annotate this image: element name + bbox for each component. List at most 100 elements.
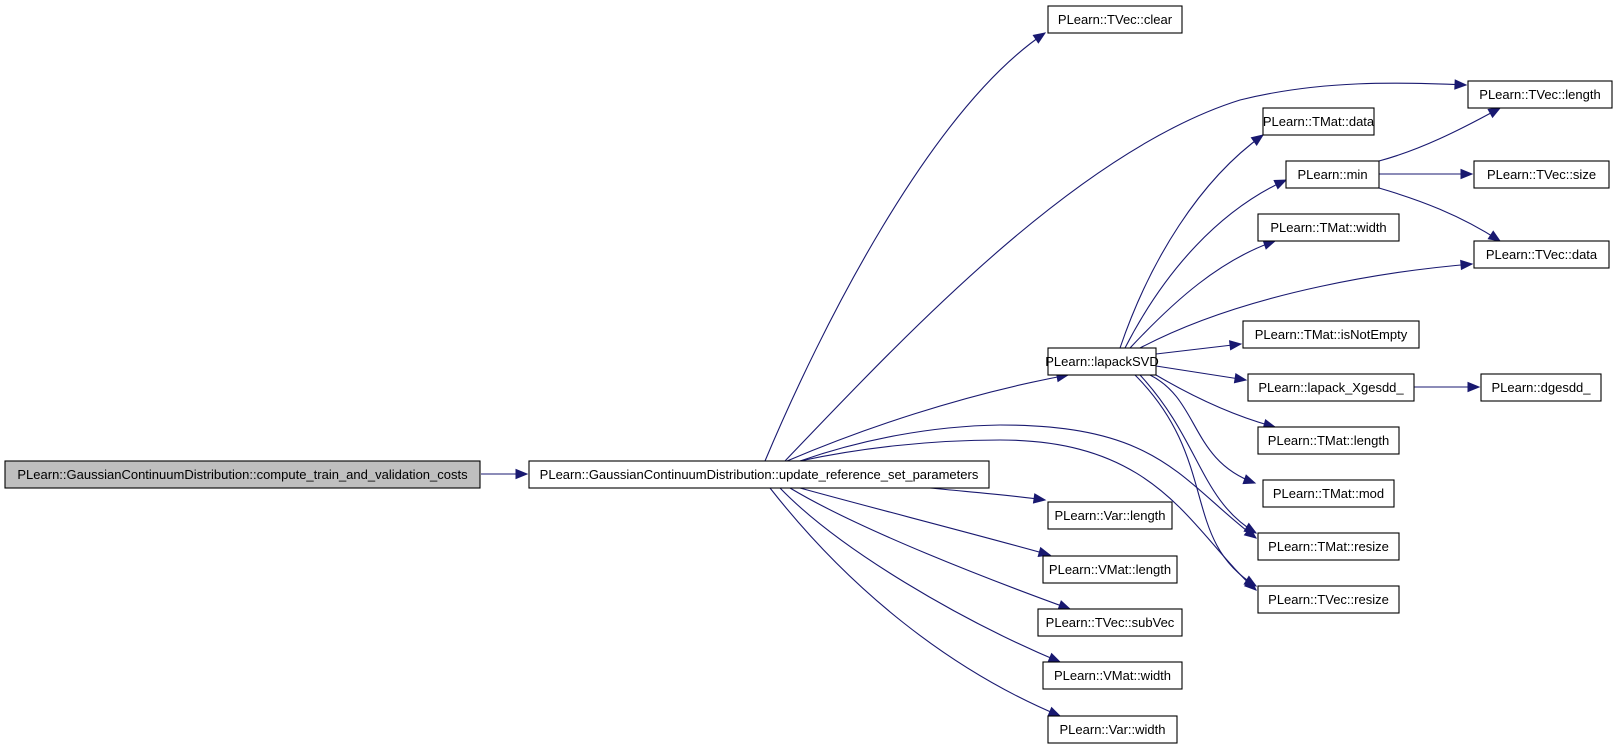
node-box [1480,373,1602,402]
arrowhead [1057,600,1072,611]
arrowhead [1047,652,1062,663]
arrowhead [1243,575,1258,587]
node-label: PLearn::TVec::length [1479,87,1600,102]
node-label: PLearn::TVec::clear [1058,12,1173,27]
node-compute[interactable]: PLearn::GaussianContinuumDistribution::c… [4,460,481,489]
edge-lapacksvd-tmat-resize [1139,374,1258,534]
arrowhead [1454,79,1468,90]
edge-line [1155,343,1242,355]
edge-lapacksvd-tmat-mod [1149,374,1257,485]
node-box [1473,240,1610,269]
node-tmat-mod[interactable]: PLearn::TMat::mod [1262,479,1395,508]
node-label: PLearn::TMat::isNotEmpty [1255,327,1408,342]
node-label: PLearn::dgesdd_ [1491,380,1591,395]
node-tmat-width[interactable]: PLearn::TMat::width [1257,213,1400,242]
node-box [1473,160,1610,189]
node-vmat-length[interactable]: PLearn::VMat::length [1042,555,1178,584]
edge-compute-update [481,468,529,480]
arrowhead [1250,134,1265,146]
node-box [1257,213,1400,242]
edge-line [786,374,1069,462]
node-box [1047,347,1157,376]
arrowhead [1032,493,1047,504]
node-label: PLearn::TVec::subVec [1046,615,1175,630]
node-vmat-width[interactable]: PLearn::VMat::width [1042,661,1183,690]
edge-lapacksvd-tmat-width [1129,239,1277,349]
node-box [1257,532,1400,561]
edge-min-tvec-data [1378,187,1502,242]
node-box [1257,585,1400,614]
node-label: PLearn::lapack_Xgesdd_ [1258,380,1404,395]
node-min[interactable]: PLearn::min [1285,160,1380,189]
node-tmat-data[interactable]: PLearn::TMat::data [1262,107,1375,136]
edge-line [929,487,1046,501]
node-dgesdd[interactable]: PLearn::dgesdd_ [1480,373,1602,402]
node-box [1042,661,1183,690]
node-tmat-resize[interactable]: PLearn::TMat::resize [1257,532,1400,561]
nodes-layer: PLearn::GaussianContinuumDistribution::c… [4,5,1613,744]
edges-layer [481,32,1502,717]
edge-line [1155,365,1247,381]
node-tvec-size[interactable]: PLearn::TVec::size [1473,160,1610,189]
edge-min-tvec-size [1379,168,1474,180]
edge-line [799,439,1257,591]
edge-line [764,32,1046,462]
node-label: PLearn::Var::width [1060,722,1166,737]
node-tvec-subvec[interactable]: PLearn::TVec::subVec [1037,608,1183,637]
edge-update-var-length [929,487,1047,504]
edge-lapacksvd-min [1124,179,1288,349]
node-box [1042,555,1178,584]
arrowhead [1467,381,1481,393]
edge-update-tvec-clear [764,32,1047,462]
edge-line [1129,240,1276,349]
node-update[interactable]: PLearn::GaussianContinuumDistribution::u… [528,460,990,489]
edge-line [1149,374,1256,484]
edge-line [1155,374,1276,428]
edge-update-lapacksvd [786,371,1070,462]
node-box [1467,80,1613,109]
arrowhead [1037,546,1052,557]
edge-line [1124,179,1287,349]
node-tmat-isnotempty[interactable]: PLearn::TMat::isNotEmpty [1242,320,1420,349]
arrowhead [1460,259,1474,271]
node-label: PLearn::VMat::width [1054,668,1171,683]
node-label: PLearn::VMat::length [1049,562,1171,577]
node-lapack-xgesdd[interactable]: PLearn::lapack_Xgesdd_ [1247,373,1415,402]
arrowhead [515,468,529,480]
arrowhead [1032,32,1047,44]
node-var-length[interactable]: PLearn::Var::length [1047,501,1173,530]
node-label: PLearn::TMat::data [1263,114,1375,129]
edge-lapacksvd-tmat-data [1119,134,1265,349]
edge-update-var-width [769,487,1062,717]
node-label: PLearn::TMat::width [1270,220,1386,235]
node-tvec-clear[interactable]: PLearn::TVec::clear [1047,5,1183,34]
node-label: PLearn::TMat::length [1268,433,1389,448]
arrowhead [1233,373,1248,384]
edge-line [779,487,1061,663]
node-box [4,460,481,489]
node-box [1262,479,1395,508]
arrowhead [1273,179,1288,190]
edge-min-tvec-length [1378,107,1502,162]
node-label: PLearn::TVec::size [1487,167,1596,182]
node-box [1047,715,1178,744]
edge-lapacksvd-tmat-isnotempty [1155,340,1243,355]
node-label: PLearn::lapackSVD [1045,354,1158,369]
node-tvec-resize[interactable]: PLearn::TVec::resize [1257,585,1400,614]
node-label: PLearn::GaussianContinuumDistribution::c… [17,467,468,482]
edge-line [1139,263,1473,349]
node-tvec-length[interactable]: PLearn::TVec::length [1467,80,1613,109]
node-box [1037,608,1183,637]
edge-line [769,487,1061,717]
node-box [1047,501,1173,530]
node-lapacksvd[interactable]: PLearn::lapackSVD [1045,347,1159,376]
edge-line [799,487,1051,556]
node-box [528,460,990,489]
node-var-width[interactable]: PLearn::Var::width [1047,715,1178,744]
node-box [1257,426,1400,455]
edge-line [1139,374,1257,534]
node-tvec-data[interactable]: PLearn::TVec::data [1473,240,1610,269]
arrowhead [1487,107,1502,119]
node-tmat-length[interactable]: PLearn::TMat::length [1257,426,1400,455]
